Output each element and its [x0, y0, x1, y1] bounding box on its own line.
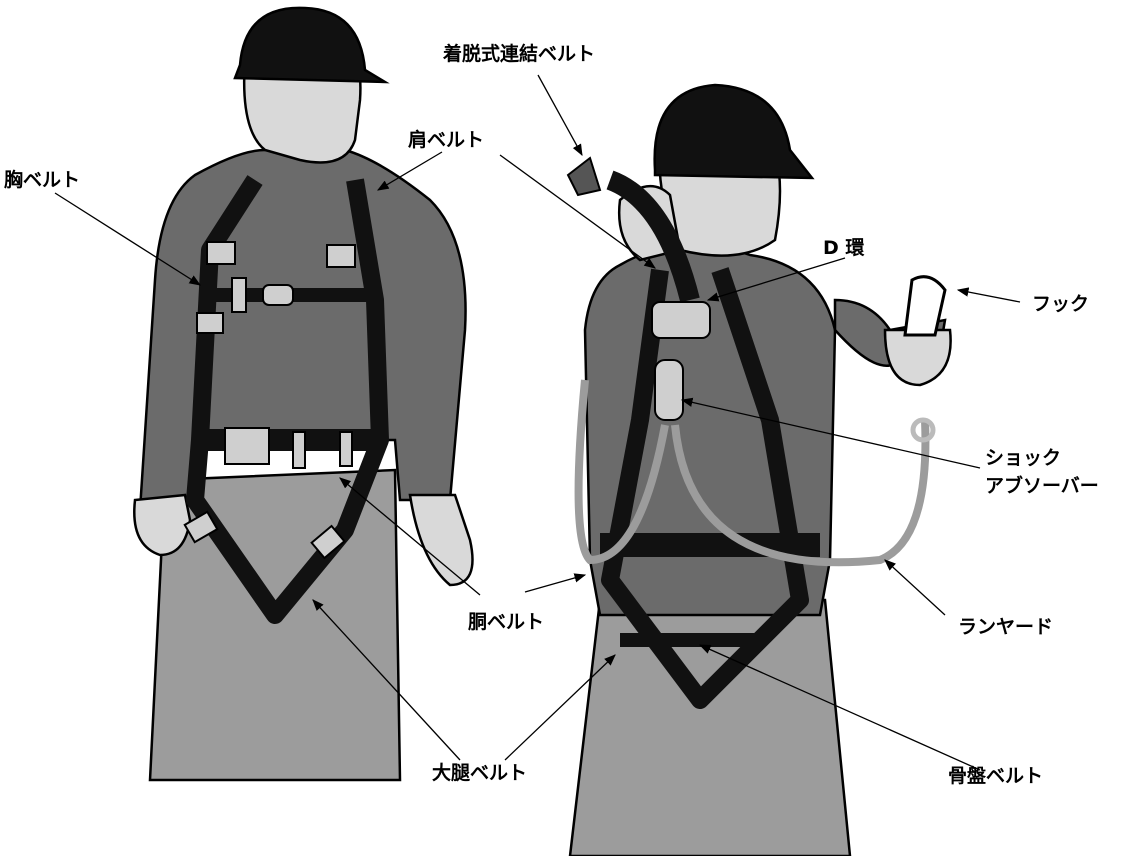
label-pelvic-belt: 骨盤ベルト	[948, 765, 1044, 787]
label-shock-absorber-line1: ショック	[985, 447, 1062, 469]
label-shoulder-belt: 肩ベルト	[408, 129, 485, 151]
label-shock-absorber-line2: アブソーバー	[985, 475, 1099, 497]
front-buckles	[183, 241, 356, 560]
label-d-ring: D 環	[823, 237, 865, 259]
leader-lines	[54, 74, 1021, 771]
front-worker-figure	[133, 6, 474, 782]
label-detachable-belt: 着脱式連結ベルト	[443, 43, 596, 65]
label-thigh-belt: 大腿ベルト	[432, 762, 528, 784]
back-worker-figure	[568, 83, 952, 856]
label-chest-belt: 胸ベルト	[4, 169, 81, 191]
label-waist-belt: 胴ベルト	[468, 611, 545, 633]
label-hook: フック	[1032, 293, 1090, 315]
label-lanyard: ランヤード	[958, 616, 1054, 638]
back-hardware	[566, 156, 947, 567]
